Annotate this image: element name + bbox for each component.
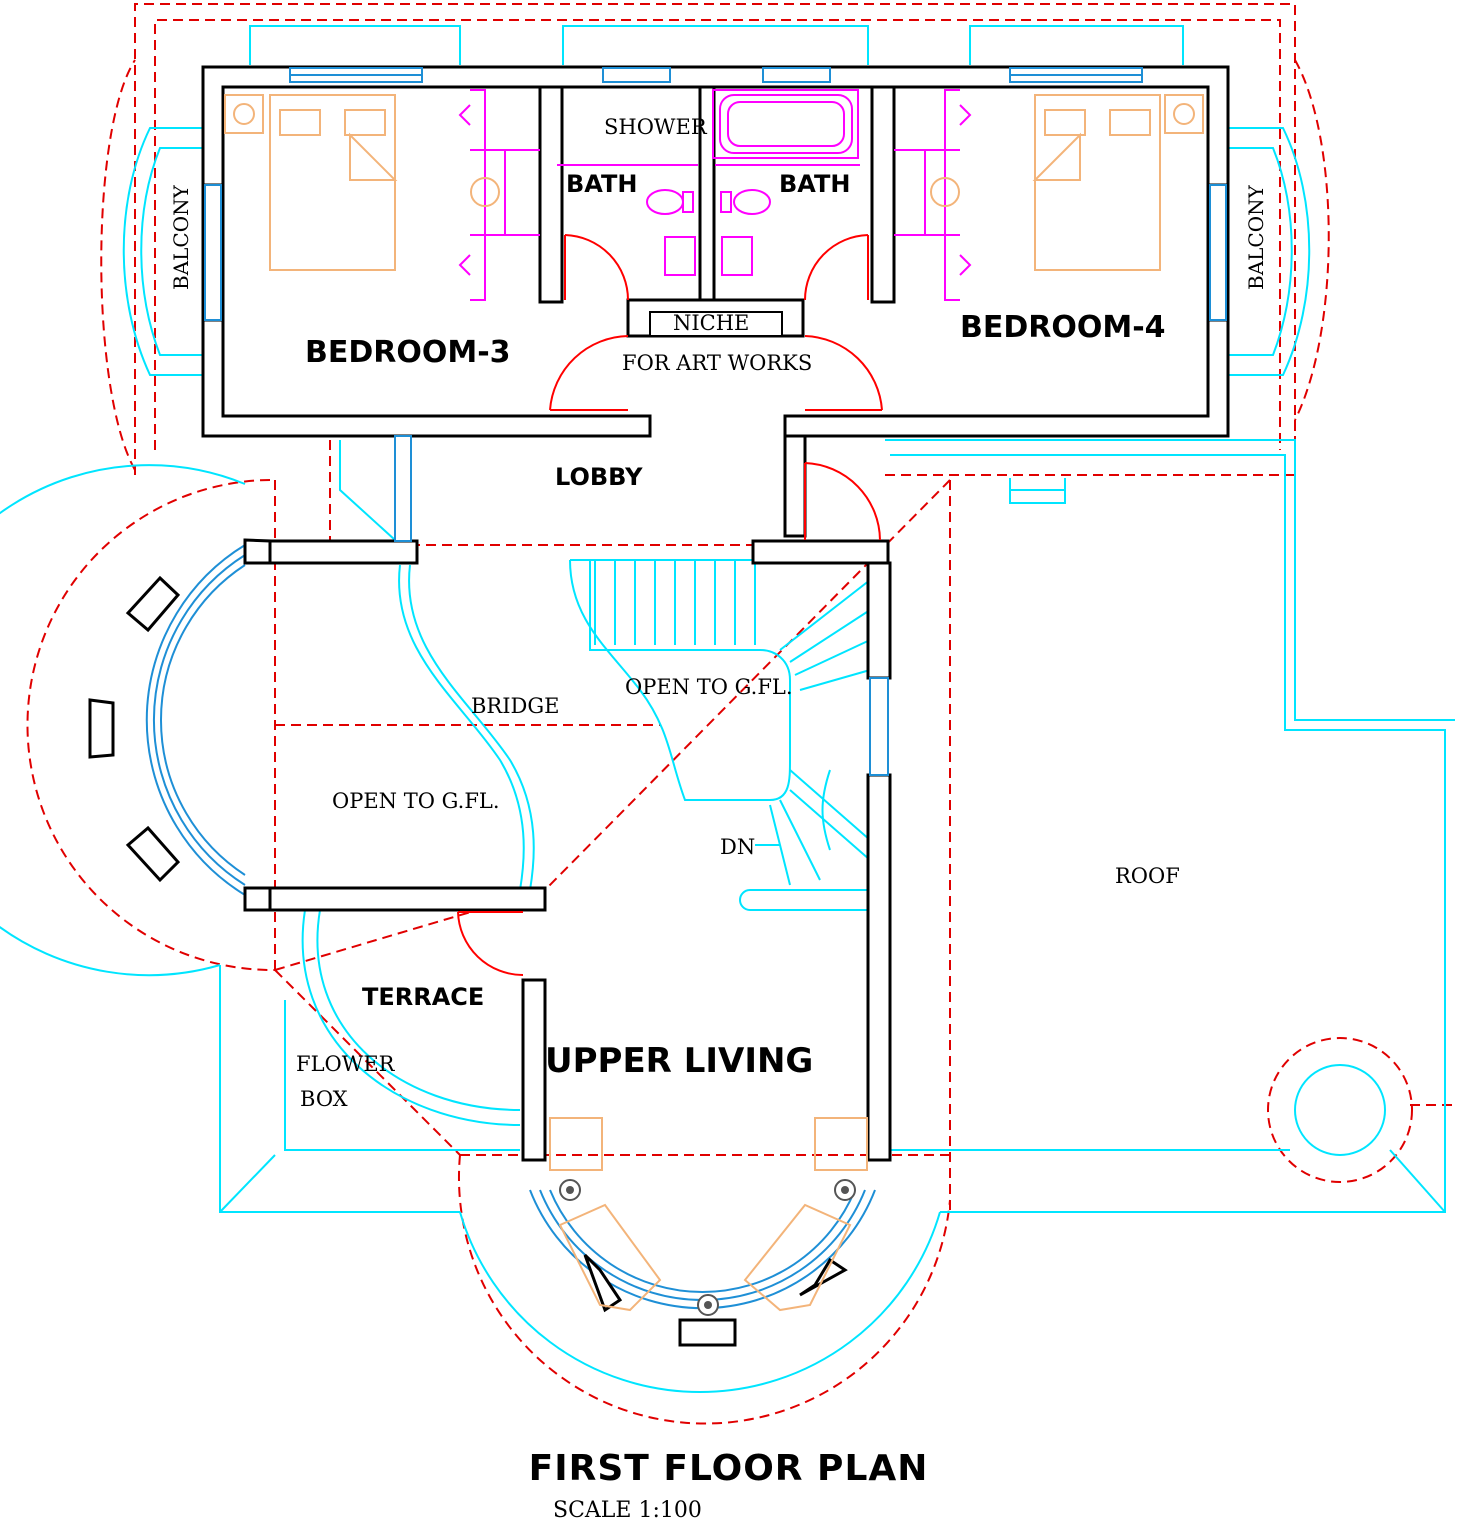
label-bath-right: BATH bbox=[779, 170, 850, 198]
label-niche: NICHE bbox=[673, 311, 749, 335]
plan-title: FIRST FLOOR PLAN bbox=[528, 1448, 929, 1489]
light-fittings bbox=[559, 1179, 856, 1316]
doors bbox=[457, 234, 883, 976]
label-shower: SHOWER bbox=[604, 115, 708, 139]
slab-outline bbox=[26, 3, 1455, 1425]
walls bbox=[88, 65, 1230, 1347]
label-art-works: FOR ART WORKS bbox=[622, 351, 812, 375]
room-labels: BEDROOM-3 BEDROOM-4 BALCONY BALCONY BATH… bbox=[169, 115, 1268, 1111]
label-bedroom-4: BEDROOM-4 bbox=[960, 310, 1166, 345]
label-balcony-left: BALCONY bbox=[169, 184, 193, 290]
label-terrace: TERRACE bbox=[362, 983, 484, 1011]
label-open-left: OPEN TO G.FL. bbox=[332, 789, 500, 813]
sanitary-fixtures bbox=[458, 89, 972, 301]
outer-outline bbox=[0, 25, 1455, 1393]
label-flower: FLOWER bbox=[296, 1052, 396, 1076]
furniture bbox=[224, 94, 1204, 1312]
label-roof: ROOF bbox=[1115, 864, 1180, 888]
label-dn: DN bbox=[720, 835, 755, 859]
label-bedroom-3: BEDROOM-3 bbox=[305, 335, 511, 370]
plan-scale: SCALE 1:100 bbox=[553, 1498, 702, 1523]
label-bridge: BRIDGE bbox=[471, 694, 559, 718]
label-bath-left: BATH bbox=[566, 170, 637, 198]
label-box: BOX bbox=[300, 1087, 348, 1111]
title-block: FIRST FLOOR PLAN SCALE 1:100 bbox=[0, 1448, 1457, 1524]
windows bbox=[204, 67, 1227, 776]
label-open-stair: OPEN TO G.FL. bbox=[625, 675, 793, 699]
label-balcony-right: BALCONY bbox=[1244, 184, 1268, 290]
label-upper-living: UPPER LIVING bbox=[545, 1041, 813, 1081]
curved-glazing bbox=[145, 544, 876, 1310]
label-lobby: LOBBY bbox=[555, 463, 643, 491]
